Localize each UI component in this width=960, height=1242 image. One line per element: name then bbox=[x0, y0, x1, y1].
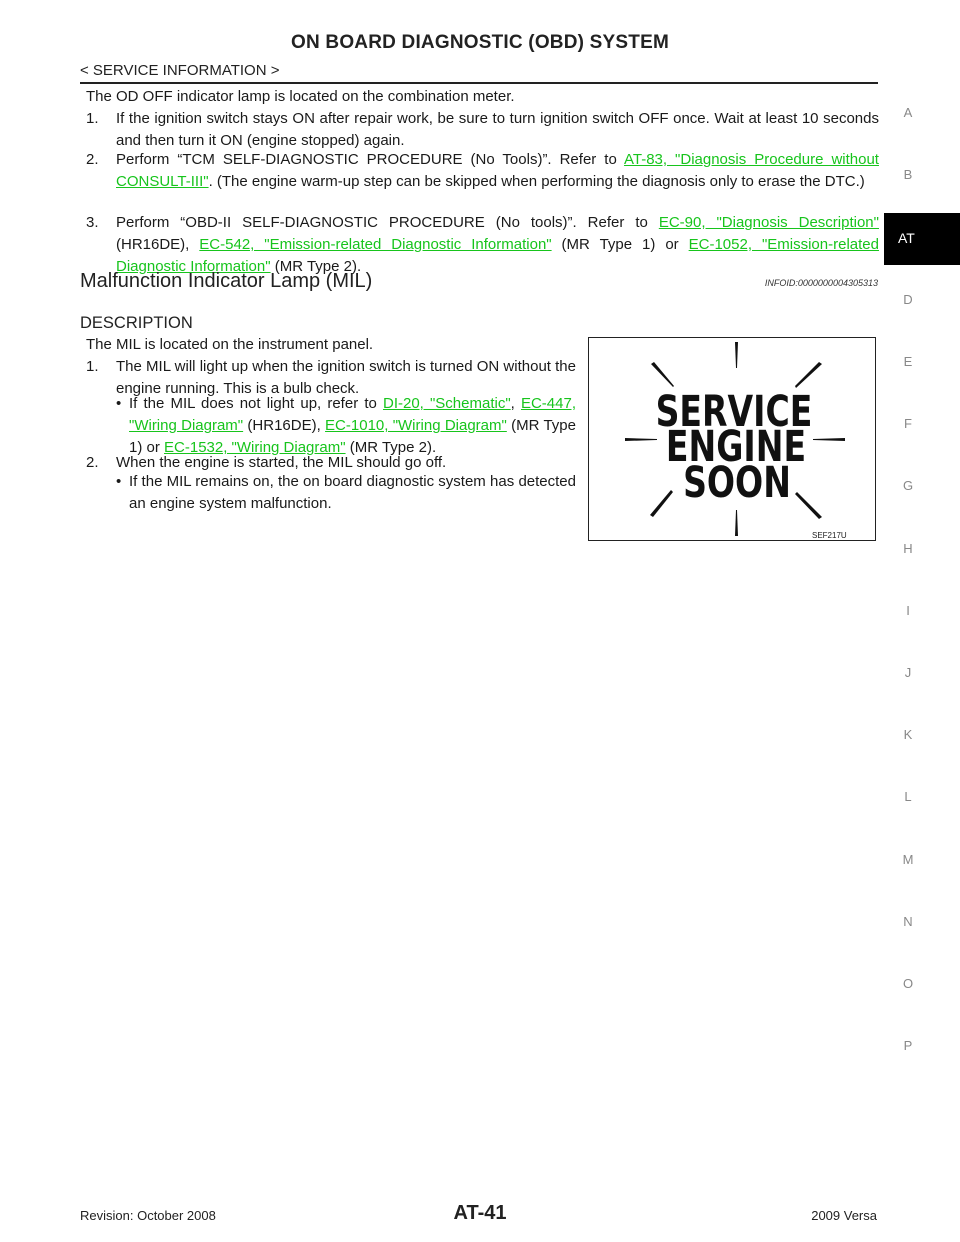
list-text: (HR16DE), bbox=[116, 236, 200, 253]
ray-top-left bbox=[651, 362, 674, 387]
mil-location-text: The MIL is located on the instrument pan… bbox=[86, 336, 374, 353]
bullet-text: (MR Type 2). bbox=[345, 439, 437, 456]
footer-model: 2009 Versa bbox=[811, 1208, 877, 1223]
index-tab-k[interactable]: K bbox=[903, 727, 913, 742]
bullet-text: (HR16DE), bbox=[243, 417, 326, 434]
list-item: 1. If the ignition switch stays ON after… bbox=[86, 108, 879, 152]
figure-code: SEF217U bbox=[812, 531, 847, 540]
footer-revision: Revision: October 2008 bbox=[80, 1208, 216, 1223]
footer-page-number: AT-41 bbox=[453, 1202, 507, 1224]
list-number: 1. bbox=[86, 110, 99, 127]
link-ec-1052[interactable]: EC-1052, "Emission-related Diagnostic In… bbox=[116, 236, 879, 275]
bullet-item: • If the MIL does not light up, refer to… bbox=[116, 393, 576, 459]
index-tab-j[interactable]: J bbox=[904, 665, 912, 680]
link-di-20[interactable]: DI-20, "Schematic" bbox=[382, 395, 511, 412]
list-text: Perform “OBD-II SELF-DIAGNOSTIC PROCEDUR… bbox=[116, 214, 659, 231]
index-tab-g[interactable]: G bbox=[902, 478, 914, 493]
list-number: 3. bbox=[86, 214, 99, 231]
ray-bottom-right bbox=[795, 492, 822, 519]
index-tab-m[interactable]: M bbox=[902, 852, 914, 867]
list-text: (MR Type 2). bbox=[270, 258, 362, 275]
link-at-83[interactable]: AT-83, "Diagnosis Procedure without CONS… bbox=[116, 151, 879, 190]
index-tab-o[interactable]: O bbox=[902, 976, 914, 991]
ray-top bbox=[735, 342, 738, 368]
ray-right bbox=[813, 438, 845, 441]
list-text: When the engine is started, the MIL shou… bbox=[116, 454, 447, 471]
service-engine-soon-figure: SERVICE ENGINE SOON bbox=[588, 337, 876, 541]
index-tab-i[interactable]: I bbox=[906, 603, 910, 618]
header-rule bbox=[80, 82, 878, 84]
bullet-text: (MR Type 1) or bbox=[129, 417, 576, 456]
list-item: 3. Perform “OBD-II SELF-DIAGNOSTIC PROCE… bbox=[86, 212, 879, 278]
index-tab-a[interactable]: A bbox=[903, 105, 913, 120]
figure-line-1: SERVICE bbox=[656, 387, 813, 436]
bullet-text: If the MIL does not light up, refer to bbox=[129, 395, 383, 412]
ray-bottom bbox=[735, 510, 738, 536]
ray-bottom-left bbox=[650, 490, 673, 517]
index-tab-h[interactable]: H bbox=[903, 541, 913, 556]
list-item: 2. Perform “TCM SELF-DIAGNOSTIC PROCEDUR… bbox=[86, 149, 879, 193]
index-tab-e[interactable]: E bbox=[903, 354, 913, 369]
list-number: 1. bbox=[86, 358, 99, 375]
list-number: 2. bbox=[86, 454, 99, 471]
bullet-symbol: • bbox=[116, 473, 122, 490]
lamp-location-text: The OD OFF indicator lamp is located on … bbox=[86, 88, 515, 105]
index-tab-b[interactable]: B bbox=[903, 167, 913, 182]
list-text: (MR Type 1) or bbox=[551, 236, 689, 253]
link-ec-542[interactable]: EC-542, "Emission-related Diagnostic Inf… bbox=[199, 236, 552, 253]
index-tab-p[interactable]: P bbox=[903, 1038, 913, 1053]
index-tab-at-active[interactable]: AT bbox=[884, 213, 960, 265]
figure-line-3: SOON bbox=[683, 458, 791, 507]
breadcrumb: < SERVICE INFORMATION > bbox=[80, 62, 280, 79]
bullet-item: • If the MIL remains on, the on board di… bbox=[116, 471, 576, 515]
ray-left bbox=[625, 438, 657, 441]
section-heading: Malfunction Indicator Lamp (MIL) bbox=[80, 270, 373, 292]
list-item: 1. The MIL will light up when the igniti… bbox=[86, 356, 576, 400]
page-title: ON BOARD DIAGNOSTIC (OBD) SYSTEM bbox=[291, 32, 669, 53]
link-ec-447[interactable]: EC-447, "Wiring Diagram" bbox=[129, 395, 576, 434]
figure-line-2: ENGINE bbox=[666, 422, 806, 471]
list-number: 2. bbox=[86, 151, 99, 168]
ray-top-right bbox=[795, 362, 822, 388]
index-tab-at-label: AT bbox=[898, 230, 915, 246]
list-text: The MIL will light up when the ignition … bbox=[116, 358, 576, 397]
list-text: If the ignition switch stays ON after re… bbox=[116, 110, 879, 149]
bullet-symbol: • bbox=[116, 395, 122, 412]
list-text: Perform “TCM SELF-DIAGNOSTIC PROCEDURE (… bbox=[116, 151, 624, 168]
bullet-text: , bbox=[510, 395, 521, 412]
bullet-text: If the MIL remains on, the on board diag… bbox=[129, 473, 576, 512]
link-ec-1532[interactable]: EC-1532, "Wiring Diagram" bbox=[164, 439, 346, 456]
list-item: 2. When the engine is started, the MIL s… bbox=[86, 452, 576, 474]
info-id: INFOID:0000000004305313 bbox=[764, 278, 878, 288]
list-text: . (The engine warm-up step can be skippe… bbox=[208, 173, 865, 190]
index-tab-d[interactable]: D bbox=[903, 292, 913, 307]
link-ec-90[interactable]: EC-90, "Diagnosis Description" bbox=[658, 214, 879, 231]
index-tab-f[interactable]: F bbox=[904, 416, 912, 431]
link-ec-1010[interactable]: EC-1010, "Wiring Diagram" bbox=[325, 417, 507, 434]
mil-lamp-illustration: SERVICE ENGINE SOON bbox=[625, 342, 845, 536]
index-tab-n[interactable]: N bbox=[903, 914, 913, 929]
sub-heading: DESCRIPTION bbox=[80, 314, 193, 332]
index-tab-l[interactable]: L bbox=[904, 789, 912, 804]
